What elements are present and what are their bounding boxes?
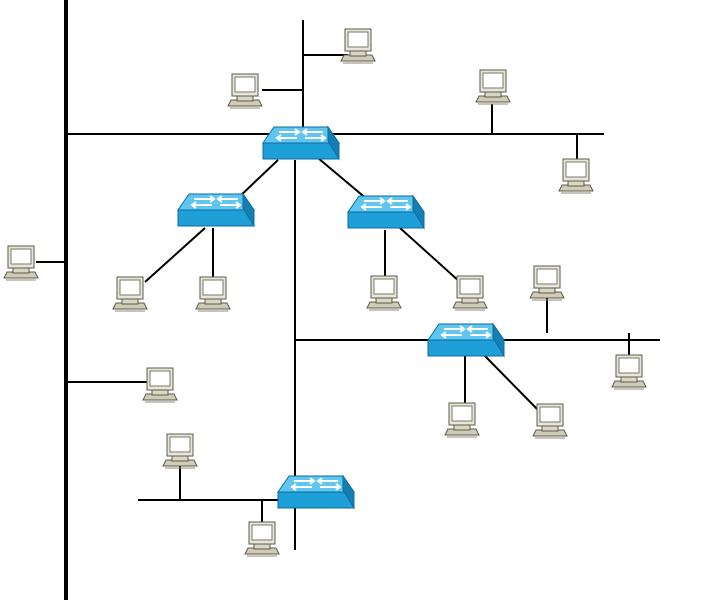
computer-icon [162, 433, 198, 469]
computer-icon [142, 367, 178, 403]
cable [317, 157, 369, 201]
computer-icon [112, 276, 148, 312]
computer-icon [227, 73, 263, 109]
computer-icon [366, 275, 402, 311]
switch-icon [177, 193, 255, 227]
cable [144, 227, 206, 283]
computer-icon [340, 28, 376, 64]
computer-icon [444, 402, 480, 438]
switch-icon [427, 323, 505, 357]
computer-icon [452, 275, 488, 311]
computer-icon [558, 158, 594, 194]
computer-icon [244, 521, 280, 557]
switch-icon [262, 126, 340, 160]
cable [237, 159, 279, 199]
cable [483, 354, 539, 411]
switch-icon [347, 195, 425, 229]
computer-icon [529, 265, 565, 301]
switch-icon [277, 475, 355, 509]
computer-icon [195, 276, 231, 312]
computer-icon [532, 403, 568, 439]
computer-icon [611, 354, 647, 390]
switches [177, 126, 505, 509]
computer-icon [3, 245, 39, 281]
cable [399, 227, 461, 283]
computer-icon [475, 69, 511, 105]
